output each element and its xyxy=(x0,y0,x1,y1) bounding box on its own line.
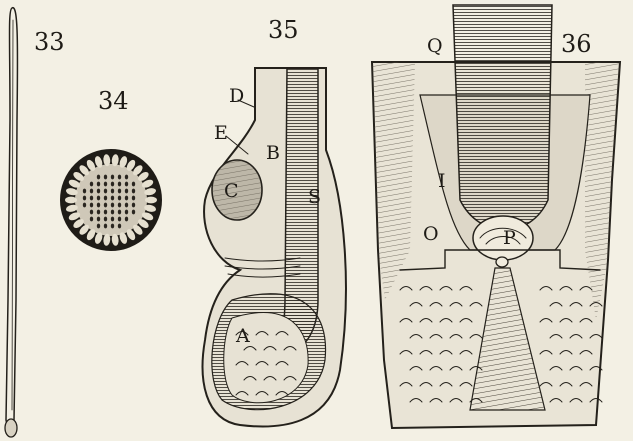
figure-33-hair-shaft xyxy=(5,8,17,437)
medulla-pore xyxy=(104,224,107,229)
label-C: C xyxy=(224,180,239,202)
medulla-pore xyxy=(118,217,121,222)
medulla-pore xyxy=(104,196,107,201)
medulla-pore xyxy=(90,203,93,208)
figure-36-bulb-in-skin xyxy=(372,5,620,428)
medulla-pore xyxy=(111,182,114,187)
medulla-pore xyxy=(125,210,128,215)
medulla-pore xyxy=(118,175,121,180)
medulla-pore xyxy=(97,203,100,208)
medulla-pore xyxy=(118,196,121,201)
medulla-pore xyxy=(125,203,128,208)
medulla-pore xyxy=(104,189,107,194)
medulla-pore xyxy=(111,203,114,208)
medulla-pore xyxy=(90,196,93,201)
label-P: P xyxy=(503,227,516,249)
medulla-pore xyxy=(118,203,121,208)
medulla-pore xyxy=(104,182,107,187)
figure-number-36: 36 xyxy=(561,30,592,58)
cortex-cell xyxy=(145,197,157,204)
medulla-pore xyxy=(104,210,107,215)
medulla-pore xyxy=(97,196,100,201)
medulla-pore xyxy=(132,210,135,215)
label-E: E xyxy=(214,122,228,144)
medulla-pore xyxy=(83,203,86,208)
medulla-pore xyxy=(104,203,107,208)
medulla-pore xyxy=(90,189,93,194)
medulla-pore xyxy=(125,217,128,222)
medulla-pore xyxy=(83,196,86,201)
figure-number-33: 33 xyxy=(34,28,65,56)
figure-number-35: 35 xyxy=(268,16,299,44)
medulla-pore xyxy=(90,217,93,222)
cortex-cell xyxy=(65,197,77,204)
medulla-pore xyxy=(97,189,100,194)
medulla-pore xyxy=(118,224,121,229)
medulla-pore xyxy=(90,210,93,215)
medulla-pore xyxy=(104,217,107,222)
medulla-pore xyxy=(111,224,114,229)
figure-number-34: 34 xyxy=(98,87,129,115)
medulla-pore xyxy=(118,182,121,187)
medulla-pore xyxy=(111,189,114,194)
medulla-pore xyxy=(118,210,121,215)
medulla-pore xyxy=(111,196,114,201)
medulla-pore xyxy=(111,175,114,180)
medulla-pore xyxy=(132,182,135,187)
label-D: D xyxy=(229,85,244,107)
medulla-pore xyxy=(97,175,100,180)
medulla-pore xyxy=(104,175,107,180)
label-O: O xyxy=(423,223,439,245)
medulla-pore xyxy=(97,182,100,187)
medulla-pore xyxy=(111,217,114,222)
label-Q: Q xyxy=(427,35,443,57)
medulla-pore xyxy=(111,210,114,215)
medulla-pore xyxy=(90,182,93,187)
medulla-pore xyxy=(132,196,135,201)
medulla-pore xyxy=(132,189,135,194)
medulla-pore xyxy=(118,189,121,194)
label-S: S xyxy=(308,186,321,208)
medulla-pore xyxy=(97,217,100,222)
figure-34-cross-section xyxy=(61,150,161,250)
label-A: A xyxy=(235,325,250,347)
medulla-pore xyxy=(132,203,135,208)
medulla-pore xyxy=(125,175,128,180)
medulla-pore xyxy=(125,189,128,194)
medulla-pore xyxy=(125,196,128,201)
medulla-pore xyxy=(97,224,100,229)
medulla-pore xyxy=(97,210,100,215)
medulla-pore xyxy=(125,182,128,187)
label-I: I xyxy=(438,170,446,192)
medulla-pore xyxy=(83,189,86,194)
label-B: B xyxy=(266,142,280,164)
